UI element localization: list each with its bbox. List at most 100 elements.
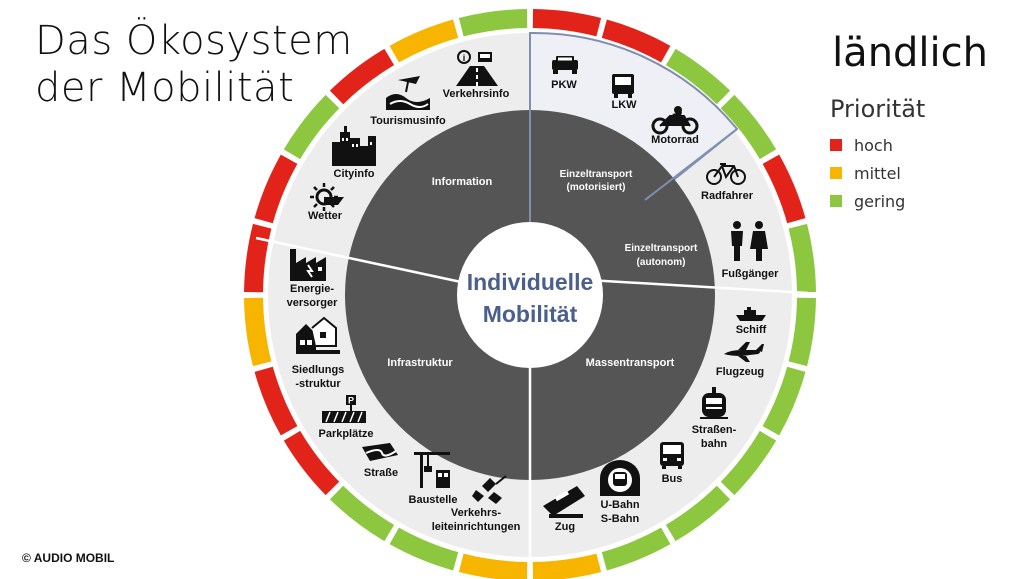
construction-icon — [414, 452, 450, 488]
tram-icon — [700, 387, 728, 419]
label-verkehrsleit-2: leiteinrichtungen — [432, 521, 521, 533]
label-baustelle: Baustelle — [409, 494, 458, 506]
ring-segment-gering — [665, 485, 731, 542]
label-radfahrer: Radfahrer — [701, 190, 754, 202]
label-ubahn-2: S-Bahn — [601, 513, 640, 525]
label-energie-2: versorger — [287, 297, 338, 309]
copyright: © AUDIO MOBIL — [22, 551, 115, 565]
sector-einzel-auto-2: (autonom) — [637, 257, 686, 268]
weather-icon — [310, 183, 344, 211]
sector-information: Information — [432, 176, 493, 188]
swatch-high — [830, 139, 842, 151]
label-cityinfo: Cityinfo — [334, 168, 375, 180]
ring-segment-gering — [458, 9, 528, 37]
label-schiff: Schiff — [736, 324, 767, 336]
legend-item-high: hoch — [830, 131, 925, 159]
center-line-2: Mobilität — [483, 301, 578, 327]
ring-segment-gering — [720, 94, 777, 160]
sector-dividers — [255, 33, 809, 557]
label-parkplaetze: Parkplätze — [318, 428, 373, 440]
ring-segment-gering — [788, 223, 816, 293]
airplane-icon — [724, 342, 764, 362]
ring-segment-hoch — [762, 154, 806, 224]
road-icon — [362, 443, 398, 461]
ring-segment-gering — [283, 94, 340, 160]
ship-icon — [736, 307, 766, 321]
ring-segment-gering — [601, 527, 671, 571]
ring-segment-hoch — [601, 19, 671, 63]
legend-item-low: gering — [830, 187, 925, 215]
label-strassenbahn-1: Straßen- — [692, 424, 737, 436]
train-icon — [543, 486, 585, 518]
subway-icon — [600, 460, 640, 496]
label-fussgaenger: Fußgänger — [722, 268, 780, 280]
label-verkehrsleit-1: Verkehrs- — [451, 507, 501, 519]
sector-infra: Infrastruktur — [387, 357, 453, 369]
ring-segment-hoch — [254, 366, 298, 436]
label-wetter: Wetter — [308, 210, 343, 222]
traffic-control-icon — [472, 475, 507, 504]
ring-segment-gering — [720, 430, 777, 496]
truck-icon — [612, 74, 634, 98]
pedestrians-icon — [731, 221, 768, 261]
priority-ring — [244, 9, 816, 579]
page-title: Das Ökosystem der Mobilität — [35, 18, 353, 112]
label-pkw: PKW — [551, 79, 577, 91]
settlement-icon — [296, 316, 340, 354]
ring-segment-mittel — [532, 553, 602, 579]
label-bus: Bus — [662, 473, 683, 485]
ring-segment-gering — [762, 366, 806, 436]
motorcycle-icon — [651, 106, 699, 135]
label-siedlung-1: Siedlungs — [292, 364, 345, 376]
sector-einzel-motor-1: Einzeltransport — [560, 169, 633, 180]
divider-motor-auto — [644, 128, 738, 201]
legend-title: Priorität — [830, 95, 926, 123]
ring-segment-gering — [329, 485, 395, 542]
sector-massen: Massentransport — [586, 357, 675, 369]
info-sign-letter: i — [463, 53, 466, 63]
divider-auto-massen — [587, 278, 809, 295]
label-verkehrsinfo: Verkehrsinfo — [443, 88, 510, 100]
legend-label-high: hoch — [854, 135, 893, 155]
label-energie-1: Energie- — [290, 283, 334, 295]
power-plant-icon — [290, 249, 326, 281]
ring-segment-hoch — [283, 430, 340, 496]
ring-segment-mittel — [244, 297, 272, 367]
sector-einzel-auto-1: Einzeltransport — [625, 243, 698, 254]
priority-legend: Priorität hoch mittel gering — [830, 95, 925, 215]
legend-label-low: gering — [854, 191, 906, 211]
label-ubahn-1: U-Bahn — [600, 499, 639, 511]
ring-segment-mittel — [389, 19, 459, 63]
ring-segment-hoch — [254, 154, 298, 224]
divider-infra-info — [255, 236, 476, 287]
legend-item-medium: mittel — [830, 159, 925, 187]
ring-segment-gering — [389, 527, 459, 571]
city-icon — [332, 126, 376, 166]
swatch-low — [830, 195, 842, 207]
legend-label-medium: mittel — [854, 163, 901, 183]
center-circle — [457, 222, 603, 368]
label-tourismus: Tourismusinfo — [370, 115, 446, 127]
bicycle-icon — [706, 163, 746, 185]
ring-segment-mittel — [458, 553, 528, 579]
title-line-2: der Mobilität — [35, 65, 295, 111]
car-icon — [552, 56, 578, 74]
tourism-icon — [386, 76, 430, 110]
parking-icon: P — [322, 395, 366, 423]
bus-icon — [660, 442, 684, 469]
ring-segment-gering — [665, 48, 731, 105]
label-zug: Zug — [555, 521, 575, 533]
ring-segment-hoch — [532, 9, 602, 37]
center-line-1: Individuelle — [467, 269, 594, 295]
label-siedlung-2: -struktur — [295, 378, 341, 390]
label-motorrad: Motorrad — [651, 134, 699, 146]
traffic-info-icon: i — [456, 50, 498, 86]
ring-segment-hoch — [329, 48, 395, 105]
parking-sign-letter: P — [348, 396, 354, 406]
sector-einzel-motor-2: (motorisiert) — [567, 182, 626, 193]
label-strasse: Straße — [364, 467, 398, 479]
label-lkw: LKW — [611, 99, 637, 111]
label-strassenbahn-2: bahn — [701, 438, 728, 450]
label-flugzeug: Flugzeug — [716, 366, 764, 378]
